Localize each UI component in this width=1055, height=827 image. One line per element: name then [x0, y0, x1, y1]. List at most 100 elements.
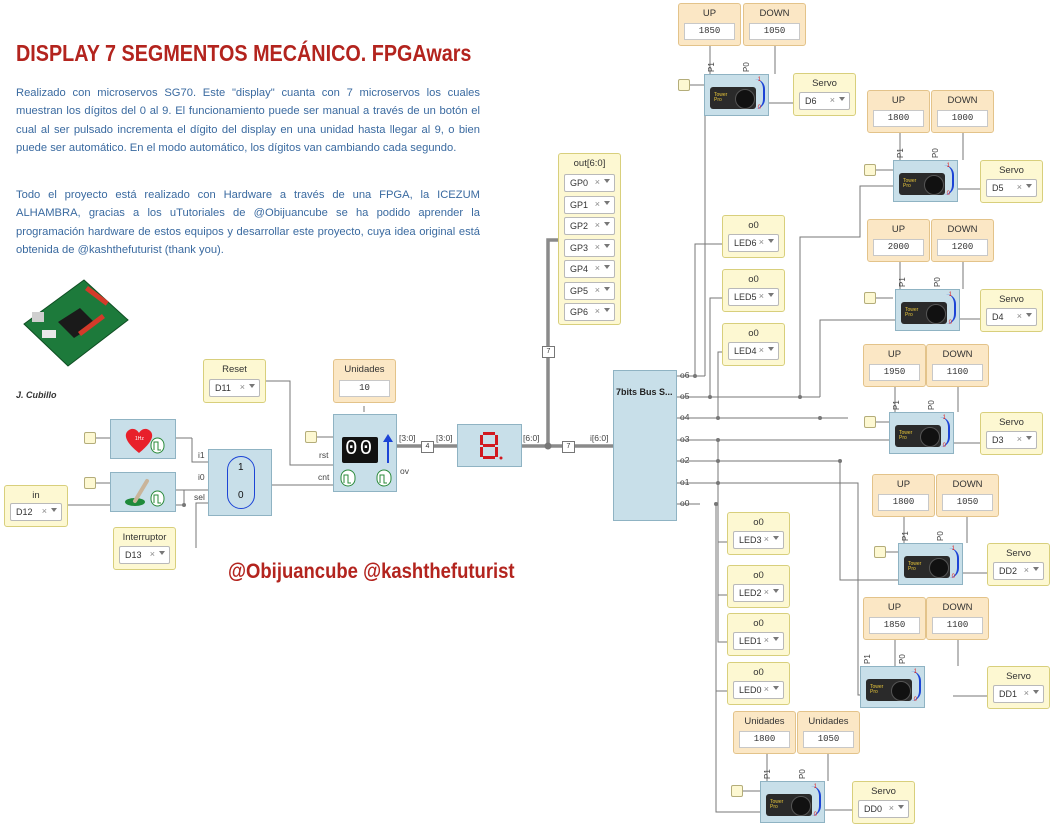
- servo-pin-select[interactable]: DD2×: [993, 562, 1044, 580]
- servo-pin-select[interactable]: DD0×: [858, 800, 909, 818]
- servo-down-value[interactable]: 1050: [803, 731, 854, 748]
- servo-pin-select[interactable]: D6×: [799, 92, 850, 110]
- counter-block[interactable]: 00: [333, 414, 397, 492]
- clear-icon[interactable]: ×: [239, 382, 245, 392]
- out-pin-gp1[interactable]: GP1×: [564, 196, 615, 214]
- clear-icon[interactable]: ×: [1023, 565, 1029, 575]
- seven-segment-decoder-block[interactable]: [457, 424, 522, 467]
- clear-icon[interactable]: ×: [829, 95, 835, 105]
- in-pin-select[interactable]: D12×: [10, 503, 62, 521]
- servo-down-value[interactable]: 1000: [937, 110, 988, 127]
- out-pin-gp6[interactable]: GP6×: [564, 303, 615, 321]
- out-pin-gp3[interactable]: GP3×: [564, 239, 615, 257]
- unidades-constant[interactable]: Unidades 10: [333, 359, 396, 403]
- bus-splitter-block[interactable]: 7bits Bus S...: [613, 370, 677, 521]
- out-pin-gp0[interactable]: GP0×: [564, 174, 615, 192]
- clear-icon[interactable]: ×: [1016, 311, 1022, 321]
- out-pin-gp4[interactable]: GP4×: [564, 260, 615, 278]
- servo-enable-checkbox[interactable]: [864, 292, 876, 304]
- reset-input-block[interactable]: Reset D11×: [203, 359, 266, 403]
- servo-enable-checkbox[interactable]: [864, 164, 876, 176]
- out-pin-gp5[interactable]: GP5×: [564, 282, 615, 300]
- servo-up-value[interactable]: 2000: [873, 239, 924, 256]
- switch-enable-checkbox[interactable]: [84, 477, 96, 489]
- chevron-down-icon: [51, 508, 57, 512]
- servo-enable-checkbox[interactable]: [731, 785, 743, 797]
- servo-pin-select[interactable]: D4×: [986, 308, 1037, 326]
- counter-enable-checkbox[interactable]: [305, 431, 317, 443]
- clear-icon[interactable]: ×: [149, 549, 155, 559]
- servo-up-value[interactable]: 1800: [878, 494, 929, 511]
- reset-pin-select[interactable]: D11×: [209, 379, 260, 397]
- servo-down-value[interactable]: 1200: [937, 239, 988, 256]
- interruptor-pin-select[interactable]: D13×: [119, 546, 170, 564]
- servo-down-value[interactable]: 1100: [932, 617, 983, 634]
- servo-down-value[interactable]: 1050: [942, 494, 993, 511]
- clear-icon[interactable]: ×: [41, 506, 47, 516]
- splitter-o1: o1: [680, 477, 690, 487]
- in-input-block[interactable]: in D12×: [4, 485, 68, 527]
- unidades-value[interactable]: 10: [339, 380, 390, 397]
- out-pin-gp2[interactable]: GP2×: [564, 217, 615, 235]
- heartbeat-block[interactable]: 1Hz: [110, 419, 176, 459]
- clear-icon[interactable]: ×: [1016, 182, 1022, 192]
- clear-icon[interactable]: ×: [888, 803, 894, 813]
- servo-up-value[interactable]: 1950: [869, 364, 920, 381]
- servo-enable-checkbox[interactable]: [874, 546, 886, 558]
- servo-up-value[interactable]: 1800: [739, 731, 790, 748]
- heart-enable-checkbox[interactable]: [84, 432, 96, 444]
- clear-icon[interactable]: ×: [1023, 688, 1029, 698]
- servo-pin-select[interactable]: D3×: [986, 431, 1037, 449]
- servo-down-value[interactable]: 1050: [749, 23, 800, 40]
- servo-down-value[interactable]: 1100: [932, 364, 983, 381]
- servo-up-value[interactable]: 1850: [684, 23, 735, 40]
- servo-enable-checkbox[interactable]: [678, 79, 690, 91]
- out-bus-block[interactable]: out[6:0] GP0× GP1× GP2× GP3× GP4× GP5× G…: [558, 153, 621, 325]
- interruptor-input-block[interactable]: Interruptor D13×: [113, 527, 176, 570]
- clear-icon[interactable]: ×: [1016, 434, 1022, 444]
- servo-enable-checkbox[interactable]: [864, 416, 876, 428]
- servo-up-value[interactable]: 1850: [869, 617, 920, 634]
- clock-icons: [340, 469, 392, 487]
- servo-pin-select[interactable]: D5×: [986, 179, 1037, 197]
- multiplexer-block[interactable]: 1 0: [208, 449, 272, 516]
- switch-block[interactable]: [110, 472, 176, 512]
- servo-up-value[interactable]: 1800: [873, 110, 924, 127]
- servo-pin-select[interactable]: DD1×: [993, 685, 1044, 703]
